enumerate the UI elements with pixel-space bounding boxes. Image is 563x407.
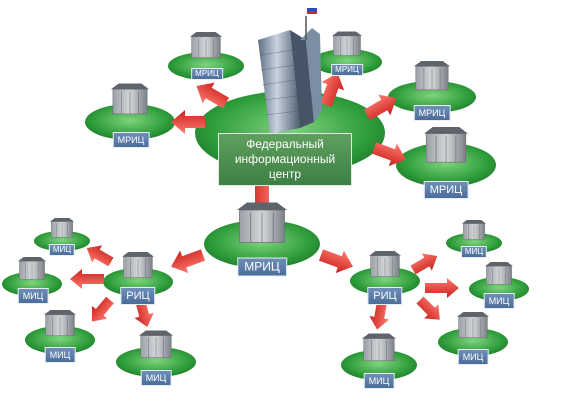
mric-label: МРИЦ <box>237 257 287 277</box>
mic-label: МИЦ <box>44 347 76 363</box>
office-building-icon <box>414 61 450 91</box>
arrow-icon <box>171 110 205 134</box>
platform-mic-4 <box>116 347 196 377</box>
mric-label: МРИЦ <box>331 64 363 76</box>
office-building-icon <box>369 251 401 277</box>
platform-mric-left <box>85 104 175 140</box>
office-building-icon <box>18 257 46 280</box>
arrow-icon <box>425 278 459 298</box>
buildings <box>18 31 513 361</box>
mic-label: МИЦ <box>363 373 395 389</box>
ric-label: РИЦ <box>367 287 403 305</box>
mic-label: МИЦ <box>457 349 489 365</box>
platform-mic-8 <box>341 350 417 380</box>
office-building-icon <box>111 83 149 115</box>
arrow-icon <box>364 94 397 121</box>
arrow-icon <box>134 298 154 328</box>
platform-mric-right <box>388 81 476 113</box>
mric-label: МРИЦ <box>191 68 223 80</box>
mic-label: МИЦ <box>460 246 488 258</box>
arrow-icon <box>416 296 440 320</box>
mric-label: МРИЦ <box>423 181 469 199</box>
arrow-icon <box>70 269 104 289</box>
platform-mic-1 <box>34 231 90 251</box>
arrow-icon <box>318 249 353 274</box>
mic-label: МИЦ <box>140 370 172 386</box>
platform-mric-center <box>204 220 320 268</box>
office-building-icon <box>332 31 362 56</box>
center-title-line-1: Федеральный <box>246 137 324 151</box>
arrows <box>70 73 459 330</box>
mic-label: МИЦ <box>483 293 515 309</box>
arrow-icon <box>92 296 114 322</box>
platform-mic-7 <box>438 328 508 356</box>
arrow-icon <box>86 245 114 267</box>
arrow-icon <box>371 142 406 167</box>
mic-label: МИЦ <box>17 288 49 304</box>
office-building-icon <box>237 202 287 243</box>
office-building-icon <box>457 312 489 338</box>
center-title-line-2: информационный <box>234 152 336 166</box>
platform-mric-tl <box>168 52 244 80</box>
ric-label: РИЦ <box>120 287 156 305</box>
office-building-icon <box>44 310 76 336</box>
federal-center-label: Федеральный информационный центр <box>218 133 352 186</box>
platform-mric-right-lower <box>396 143 496 187</box>
platform-mic-3 <box>25 326 95 354</box>
arrow-icon <box>171 249 206 274</box>
mric-label: МРИЦ <box>112 132 150 148</box>
platform-mric-tr <box>312 49 382 75</box>
office-building-icon <box>485 262 513 285</box>
office-building-icon <box>50 218 74 238</box>
platform-mic-5 <box>446 233 502 253</box>
tower-building-icon <box>258 5 322 134</box>
arrow-icon <box>410 253 438 275</box>
arrow-icon <box>196 82 229 109</box>
arrow-icon <box>369 301 390 330</box>
office-building-icon <box>139 330 173 358</box>
flag-icon <box>307 5 317 14</box>
office-building-icon <box>122 252 154 278</box>
office-building-icon <box>424 127 468 163</box>
arrow-icon <box>320 73 345 108</box>
office-building-icon <box>362 333 396 361</box>
office-building-icon <box>190 32 222 58</box>
mic-label: МИЦ <box>48 244 76 256</box>
office-building-icon <box>462 220 486 240</box>
center-title-line-3: центр <box>268 167 302 181</box>
mric-label: МРИЦ <box>413 105 451 121</box>
